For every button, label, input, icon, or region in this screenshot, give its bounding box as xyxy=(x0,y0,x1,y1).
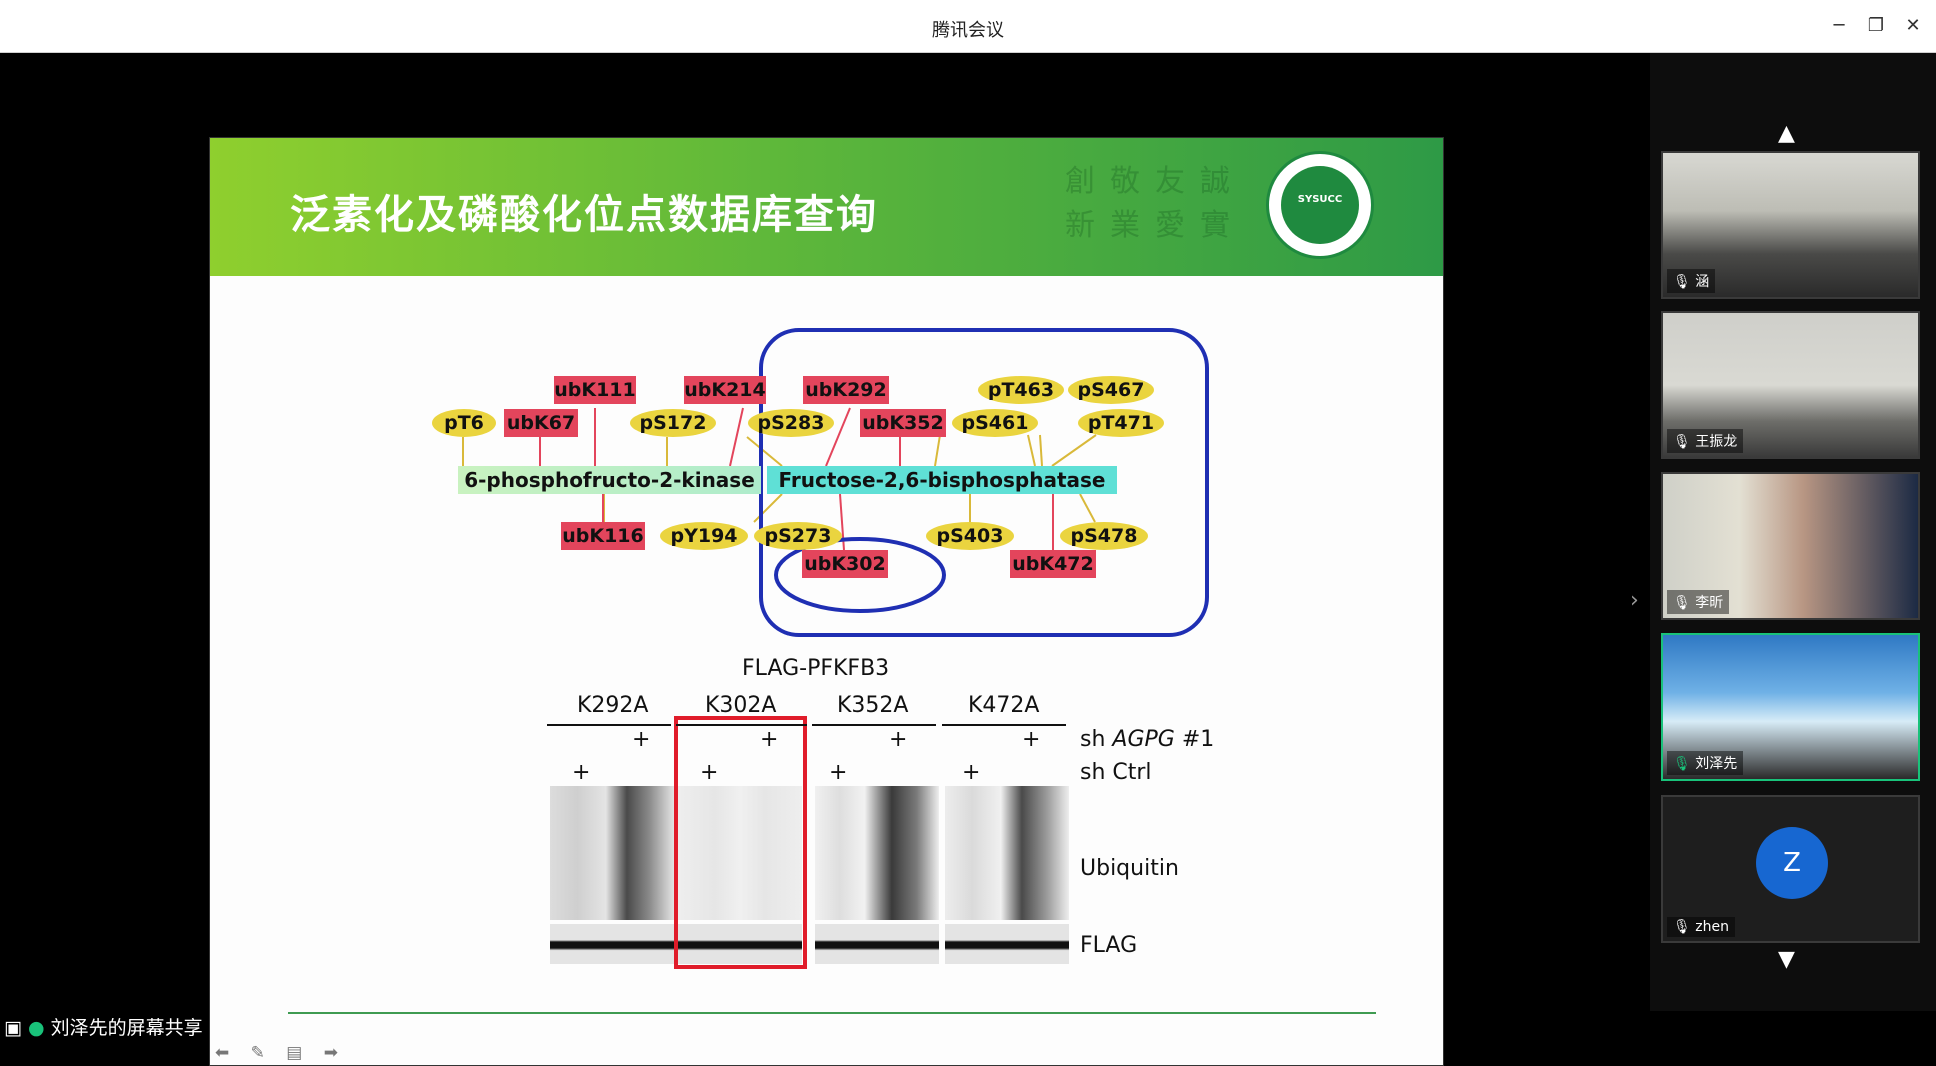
ubiquitin-blot-k292a xyxy=(550,786,674,920)
mutant-label: K302A xyxy=(705,693,777,718)
watermark-text: 敬業 xyxy=(1110,164,1140,243)
screen-share-status: ▣ ● 刘泽先的屏幕共享 xyxy=(4,1017,203,1039)
muted-mic-icon: 🎙 xyxy=(1673,595,1691,611)
site-pT6: pT6 xyxy=(432,409,496,437)
site-pT463: pT463 xyxy=(978,376,1064,404)
highlight-box-red xyxy=(674,716,807,969)
plus-sign: + xyxy=(889,727,908,752)
row-label-flag: FLAG xyxy=(1080,933,1138,958)
site-pS172: pS172 xyxy=(630,409,716,437)
site-pS467: pS467 xyxy=(1068,376,1154,404)
plus-sign: + xyxy=(700,760,719,785)
site-ubK116: ubK116 xyxy=(561,522,645,550)
avatar: Z xyxy=(1756,827,1828,899)
site-ubK472: ubK472 xyxy=(1010,550,1096,578)
site-ubK352: ubK352 xyxy=(860,409,946,437)
minimize-button[interactable]: ─ xyxy=(1833,15,1845,36)
window-title: 腾讯会议 xyxy=(932,20,1004,41)
window-titlebar: 腾讯会议 ─ ❐ ✕ xyxy=(0,0,1936,53)
mic-icon: 🎙 xyxy=(1673,756,1691,772)
slide-footer-line xyxy=(288,1012,1376,1014)
site-pS273: pS273 xyxy=(754,522,842,550)
screen-icon: ▣ xyxy=(4,1017,22,1039)
mutant-label: K292A xyxy=(577,693,649,718)
scroll-down-icon[interactable]: ▼ xyxy=(1778,947,1795,972)
site-ubK292: ubK292 xyxy=(803,376,889,404)
slide-banner: 泛素化及磷酸化位点数据库查询 創新 敬業 友愛 誠實 SYSUCC xyxy=(210,138,1443,276)
blot-title: FLAG-PFKFB3 xyxy=(742,656,890,681)
participant-tile[interactable]: Z 🎙 zhen xyxy=(1661,795,1920,943)
flag-blot-k352a xyxy=(815,924,939,964)
chevron-right-icon[interactable]: › xyxy=(1630,588,1639,613)
watermark-text: 誠實 xyxy=(1200,164,1230,243)
site-ubK67: ubK67 xyxy=(504,409,578,437)
presentation-slide: 泛素化及磷酸化位点数据库查询 創新 敬業 友愛 誠實 SYSUCC xyxy=(209,137,1444,1066)
plus-sign: + xyxy=(632,727,651,752)
plus-sign: + xyxy=(829,760,848,785)
site-pS461: pS461 xyxy=(952,409,1038,437)
domain-phosphatase: Fructose-2,6-bisphosphatase xyxy=(767,466,1117,494)
participants-panel: ▲ 🎙 涵 🎙 王振龙 🎙 李昕 🎙 刘泽先 Z 🎙 zhen ▼ xyxy=(1650,53,1936,1011)
plus-sign: + xyxy=(760,727,779,752)
row-label-sh-agpg: sh AGPG #1 xyxy=(1080,727,1215,752)
muted-mic-icon: 🎙 xyxy=(1673,274,1691,290)
highlight-ellipse-blue xyxy=(774,537,946,613)
participant-tile-active[interactable]: 🎙 刘泽先 xyxy=(1661,633,1920,781)
muted-mic-icon: 🎙 xyxy=(1673,434,1691,450)
site-ubK302: ubK302 xyxy=(802,550,888,578)
site-pY194: pY194 xyxy=(660,522,748,550)
row-label-sh-ctrl: sh Ctrl xyxy=(1080,760,1152,785)
scroll-up-icon[interactable]: ▲ xyxy=(1778,121,1795,146)
site-ubK214: ubK214 xyxy=(684,376,766,404)
slide-nav-controls[interactable]: ⬅ ✎ ▤ ➡ xyxy=(215,1043,347,1063)
participant-tile[interactable]: 🎙 王振龙 xyxy=(1661,311,1920,459)
close-button[interactable]: ✕ xyxy=(1905,15,1921,36)
flag-blot-k302a xyxy=(678,924,802,964)
ubiquitin-blot-k302a xyxy=(678,786,802,920)
university-logo: SYSUCC xyxy=(1266,151,1374,259)
watermark-text: 創新 xyxy=(1065,164,1095,243)
highlight-box-blue xyxy=(759,328,1209,637)
ubiquitin-blot-k472a xyxy=(945,786,1069,920)
site-pS283: pS283 xyxy=(748,409,834,437)
plus-sign: + xyxy=(962,760,981,785)
ubiquitin-blot-k352a xyxy=(815,786,939,920)
site-pS403: pS403 xyxy=(926,522,1014,550)
site-pS478: pS478 xyxy=(1060,522,1148,550)
mutant-label: K472A xyxy=(968,693,1040,718)
participant-tile[interactable]: 🎙 涵 xyxy=(1661,151,1920,299)
flag-blot-k292a xyxy=(550,924,674,964)
plus-sign: + xyxy=(572,760,591,785)
watermark-text: 友愛 xyxy=(1155,164,1185,243)
mutant-label: K352A xyxy=(837,693,909,718)
row-label-ubiquitin: Ubiquitin xyxy=(1080,856,1179,881)
slide-heading: 泛素化及磷酸化位点数据库查询 xyxy=(290,192,878,238)
site-pT471: pT471 xyxy=(1078,409,1164,437)
muted-mic-icon: 🎙 xyxy=(1673,919,1691,935)
microphone-icon: ● xyxy=(28,1017,45,1039)
flag-blot-k472a xyxy=(945,924,1069,964)
participant-tile[interactable]: 🎙 李昕 xyxy=(1661,472,1920,620)
restore-button[interactable]: ❐ xyxy=(1867,15,1885,36)
domain-kinase: 6-phosphofructo-2-kinase xyxy=(458,466,761,494)
plus-sign: + xyxy=(1022,727,1041,752)
site-connectors xyxy=(462,328,1209,969)
shared-screen-area: 泛素化及磷酸化位点数据库查询 創新 敬業 友愛 誠實 SYSUCC xyxy=(0,53,1650,1066)
site-ubK111: ubK111 xyxy=(554,376,636,404)
